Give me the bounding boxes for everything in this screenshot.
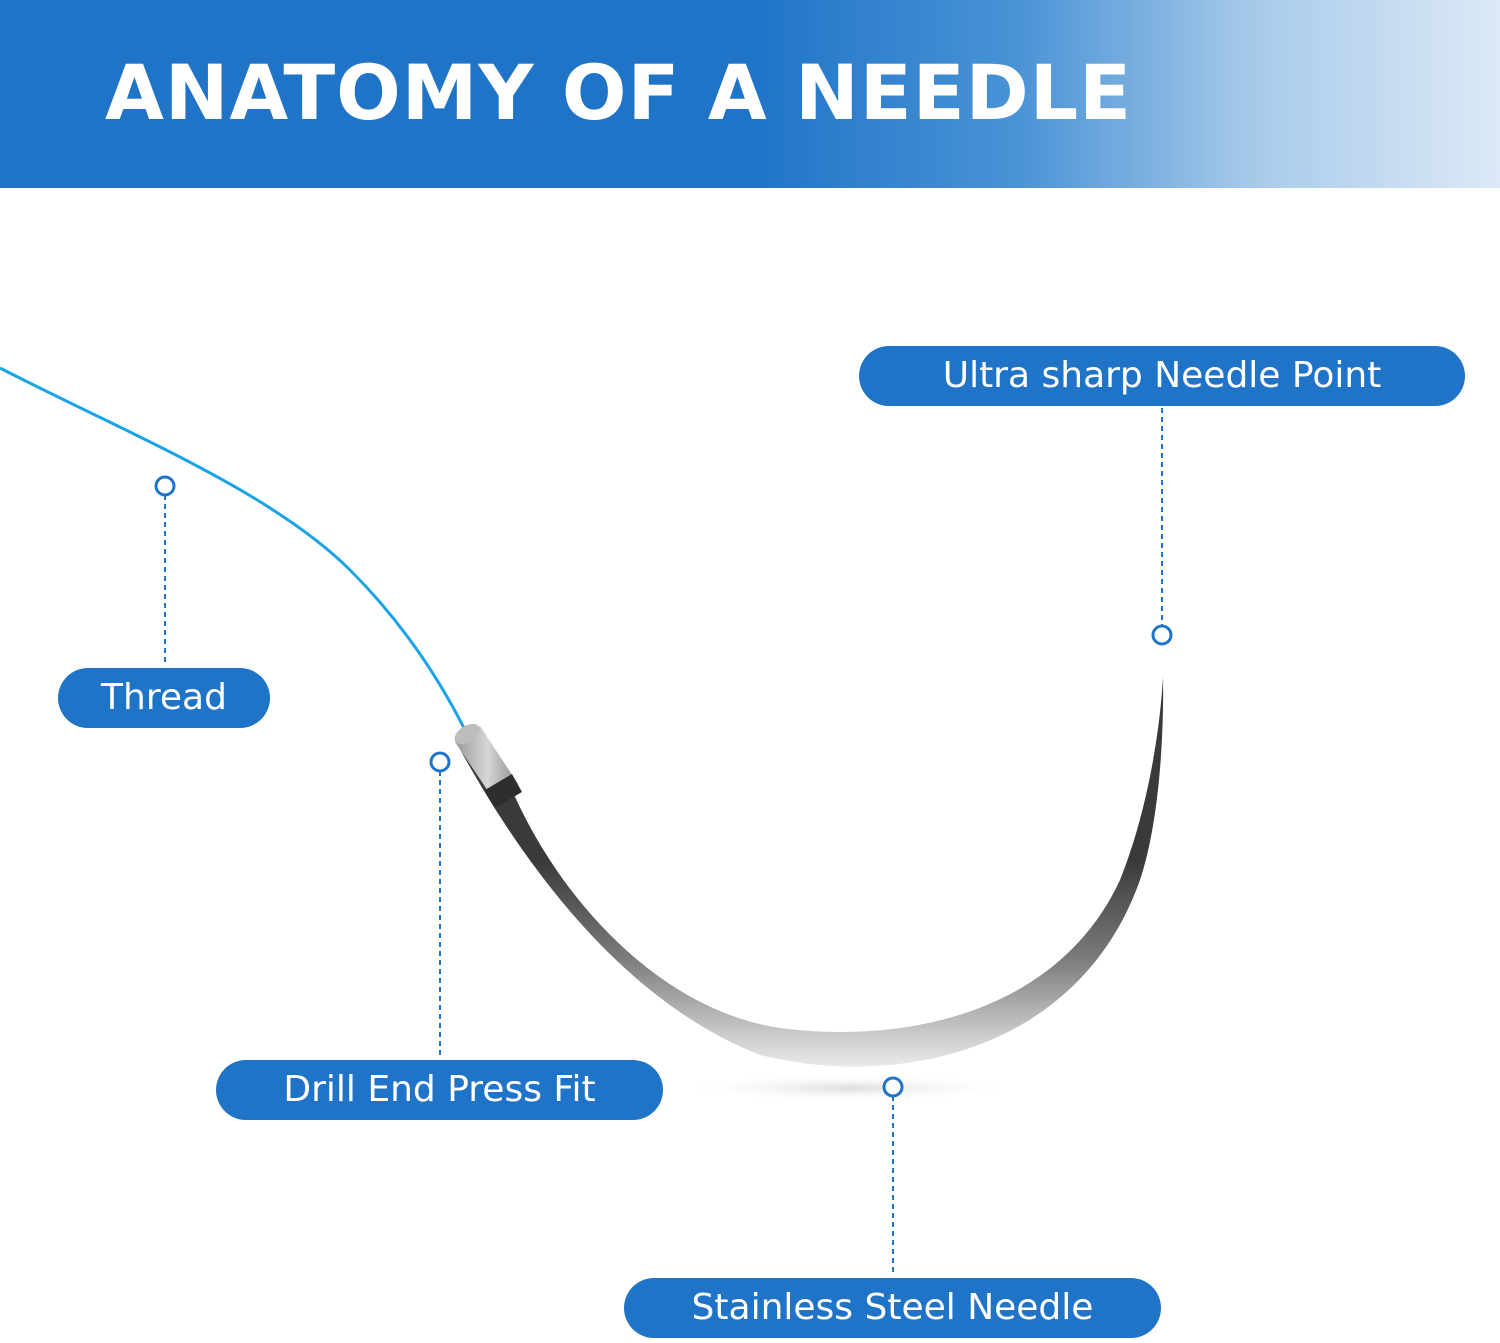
needle-point-label: Ultra sharp Needle Point (859, 346, 1465, 406)
callout-needle-point (1151, 408, 1173, 646)
callout-thread (154, 475, 176, 666)
drill-end-marker (429, 751, 451, 773)
needle-point-marker (1151, 624, 1173, 646)
drill-end-hub (454, 723, 522, 808)
thread-label: Thread (58, 668, 270, 728)
stainless-needle-marker (882, 1076, 904, 1098)
page-title: ANATOMY OF A NEEDLE (105, 48, 1133, 137)
callout-stainless-needle (882, 1076, 904, 1276)
thread-line (0, 366, 468, 733)
needle-body (456, 677, 1164, 1067)
callout-drill-end (429, 751, 451, 1058)
header-banner: ANATOMY OF A NEEDLE (0, 0, 1500, 188)
needle-shadow (680, 1074, 1020, 1102)
thread-marker (154, 475, 176, 497)
drill-end-label: Drill End Press Fit (216, 1060, 663, 1120)
stainless-needle-label: Stainless Steel Needle (624, 1278, 1161, 1338)
